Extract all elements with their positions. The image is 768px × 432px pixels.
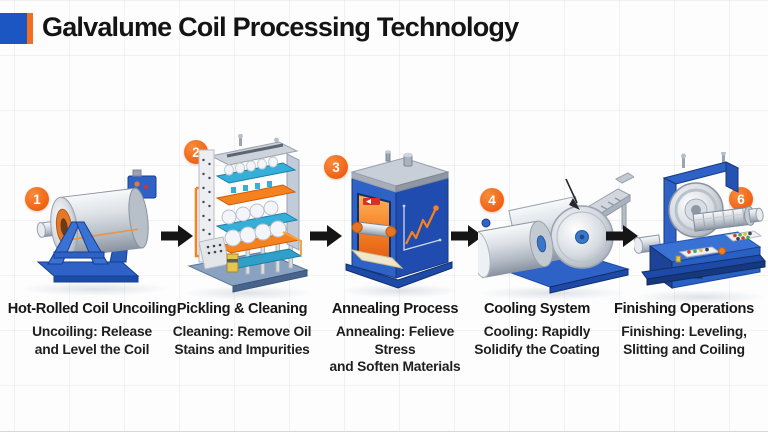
logo-blue-square <box>0 13 27 44</box>
step-title: Finishing Operations <box>614 301 754 317</box>
step-title: Pickling & Cleaning <box>176 301 308 317</box>
right-arrow-icon <box>310 225 342 247</box>
ground-shadow <box>183 286 313 300</box>
step-caption: Hot-Rolled Coil Uncoiling Uncoiling: Rel… <box>4 301 180 358</box>
step-title: Hot-Rolled Coil Uncoiling <box>7 301 177 317</box>
step-description: Annealing: Felieve Stress and Soften Mat… <box>329 324 461 374</box>
step-number-badge: 3 <box>324 155 348 179</box>
ground-shadow <box>634 290 766 304</box>
right-arrow-icon <box>606 225 638 247</box>
right-arrow-icon <box>451 225 483 247</box>
logo-orange-stripe <box>27 13 33 44</box>
ground-shadow <box>20 282 170 296</box>
step-caption: Annealing Process Annealing: Felieve Str… <box>318 301 472 376</box>
uncoiler-machine-icon <box>36 169 157 283</box>
ground-shadow <box>340 284 460 298</box>
step-description: Cleaning: Remove Oil Stains and Impuriti… <box>172 324 312 357</box>
step-caption: Cooling System Cooling: Rapidly Solidify… <box>462 301 612 358</box>
pickling-tank-icon <box>187 134 309 293</box>
page-title: Galvalume Coil Processing Technology <box>42 12 519 42</box>
step-number-badge: 1 <box>25 187 49 211</box>
cooling-coils-icon <box>478 172 634 294</box>
ground-shadow <box>478 286 628 300</box>
finishing-machine-icon <box>634 152 766 289</box>
step-description: Uncoiling: Release and Level the Coil <box>32 324 152 357</box>
step-title: Annealing Process <box>331 301 459 317</box>
step-caption: Finishing Operations Finishing: Leveling… <box>604 301 764 358</box>
step-title: Cooling System <box>483 301 591 317</box>
header: Galvalume Coil Processing Technology <box>0 0 768 58</box>
step-description: Finishing: Leveling, Slitting and Coilin… <box>621 324 747 357</box>
step-description: Cooling: Rapidly Solidify the Coating <box>474 324 600 357</box>
right-arrow-icon <box>161 225 193 247</box>
step-number-badge: 4 <box>480 188 504 212</box>
step-caption: Pickling & Cleaning Cleaning: Remove Oil… <box>167 301 317 358</box>
annealing-furnace-icon <box>345 150 453 289</box>
